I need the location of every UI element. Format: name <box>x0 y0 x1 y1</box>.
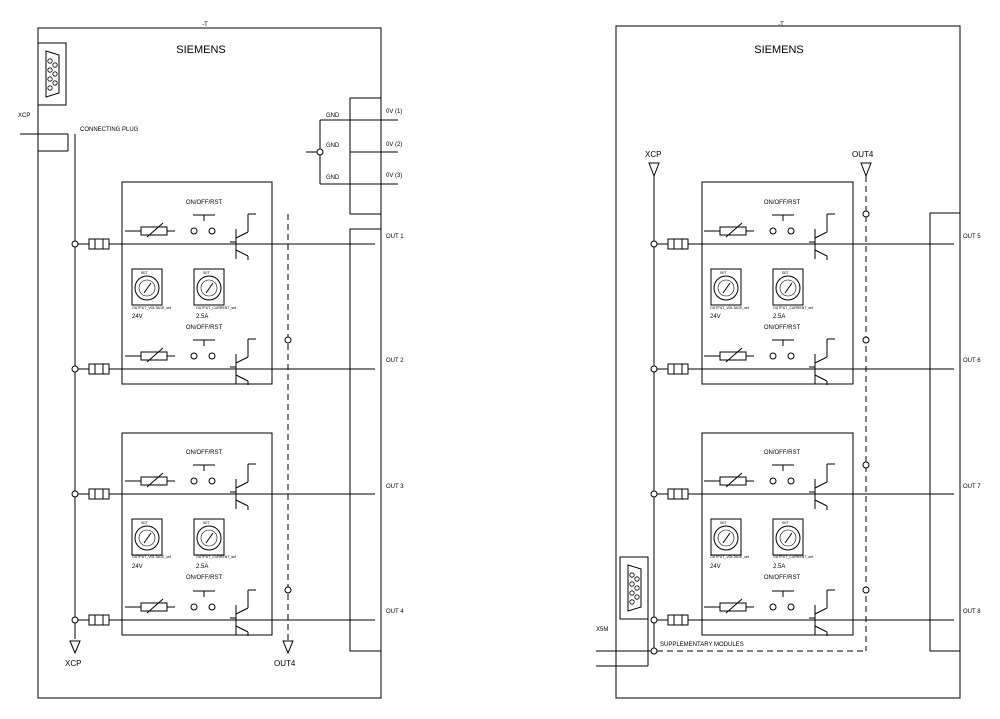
left-mod2-current-set-label: OUTPUT_CURRENT_set <box>196 555 236 559</box>
right-mod1-current: 2.5A <box>773 314 785 320</box>
right-x5m-plug-icon <box>619 556 649 620</box>
left-mod2-voltage: 24V <box>132 564 143 570</box>
right-mod1-switch-label-b: ON/OFF/RST <box>764 325 801 331</box>
left-mod1-switch-label-a: ON/OFF/RST <box>186 200 223 206</box>
right-out-label-3: OUT 7 <box>963 484 981 490</box>
left-xcp-plug-icon <box>37 42 67 106</box>
right-device: -T SIEMENS XCP OUT4 ON/OFF/RST OUT 5 OUT… <box>596 22 981 699</box>
left-gnd-label-2: GND <box>326 143 340 149</box>
right-supplementary-label: SUPPLEMENTARY MODULES <box>660 642 744 648</box>
left-0v-label-1: 0V (1) <box>386 109 402 115</box>
left-bottom-out4-label: OUT4 <box>274 659 296 668</box>
right-device-designation: -T <box>778 22 784 28</box>
right-mod2-current-set-label: OUTPUT_CURRENT_set <box>773 555 813 559</box>
right-mod1-voltage-set-label: OUTPUT_VOLTAGE_set <box>710 306 749 310</box>
right-mod2-current: 2.5A <box>773 564 785 570</box>
left-connecting-plug-label: CONNECTING PLUG <box>80 127 139 133</box>
left-device: -T SIEMENS XCP CONNECTING PLUG GND GND G… <box>18 22 404 699</box>
left-out-label-3: OUT 3 <box>386 484 404 490</box>
left-mod2-voltage-set-label: OUTPUT_VOLTAGE_set <box>132 555 171 559</box>
right-mod2-switch-label-a: ON/OFF/RST <box>764 450 801 456</box>
right-mod1-voltage: 24V <box>710 314 721 320</box>
right-top-xcp-label: XCP <box>645 150 661 159</box>
left-mod1-switch-label-b: ON/OFF/RST <box>186 325 223 331</box>
left-out-label-2: OUT 2 <box>386 358 404 364</box>
left-gnd-label-3: GND <box>326 175 340 181</box>
left-out-label-4: OUT 4 <box>386 609 404 615</box>
left-bottom-xcp-label: XCP <box>65 659 81 668</box>
right-mod2-voltage-set-label: OUTPUT_VOLTAGE_set <box>710 555 749 559</box>
left-xcp-label: XCP <box>18 113 30 119</box>
left-0v-label-2: 0V (2) <box>386 142 402 148</box>
right-out-label-2: OUT 6 <box>963 358 981 364</box>
left-gnd-label-1: GND <box>326 113 340 119</box>
left-brand-label: SIEMENS <box>176 44 226 56</box>
right-device-frame <box>615 25 961 699</box>
left-out-label-1: OUT 1 <box>386 234 404 240</box>
right-top-out4-label: OUT4 <box>852 150 874 159</box>
left-0v-label-3: 0V (3) <box>386 173 402 179</box>
right-mod2-voltage: 24V <box>710 564 721 570</box>
left-mod1-current-set-label: OUTPUT_CURRENT_set <box>196 306 236 310</box>
right-brand-label: SIEMENS <box>754 44 804 56</box>
right-mod1-current-set-label: OUTPUT_CURRENT_set <box>773 306 813 310</box>
left-device-designation: -T <box>202 22 208 28</box>
left-mod2-switch-label-b: ON/OFF/RST <box>186 575 223 581</box>
left-mod1-voltage-set-label: OUTPUT_VOLTAGE_set <box>132 306 171 310</box>
left-mod1-voltage: 24V <box>132 314 143 320</box>
right-out-label-4: OUT 8 <box>963 609 981 615</box>
left-mod2-switch-label-a: ON/OFF/RST <box>186 450 223 456</box>
left-mod1-current: 2.5A <box>196 314 208 320</box>
right-mod2-switch-label-b: ON/OFF/RST <box>764 575 801 581</box>
right-x5m-label: X5M <box>596 627 608 633</box>
right-out-label-1: OUT 5 <box>963 234 981 240</box>
right-mod1-switch-label-a: ON/OFF/RST <box>764 200 801 206</box>
left-mod2-current: 2.5A <box>196 564 208 570</box>
